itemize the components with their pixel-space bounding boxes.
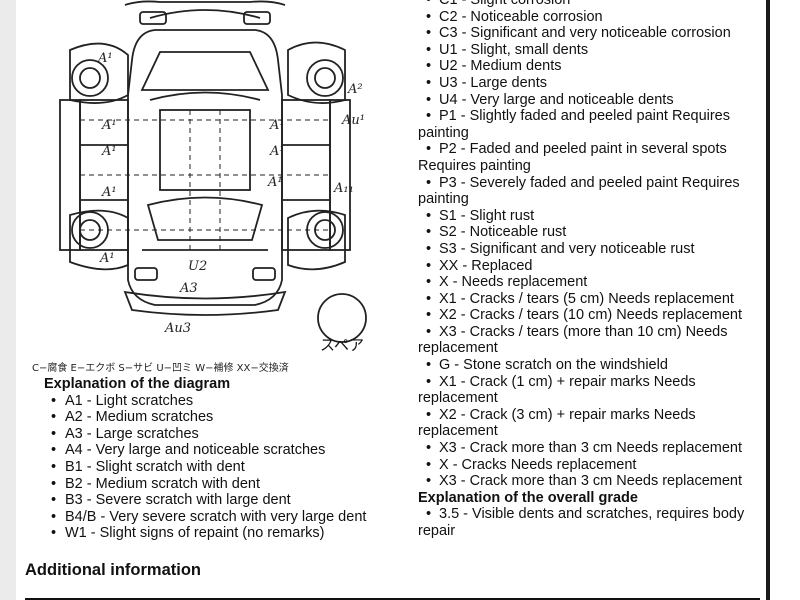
- diagram-mark: A¹: [97, 51, 113, 66]
- legend-item: B3 - Severe scratch with large dent: [44, 492, 404, 509]
- diagram-legend-list: A1 - Light scratches A2 - Medium scratch…: [44, 393, 404, 542]
- legend-item: B2 - Medium scratch with dent: [44, 476, 404, 493]
- diagram-mark: Au3: [164, 321, 191, 336]
- legend-item: C1 - Slight corrosion: [418, 0, 758, 9]
- legend-item: X2 - Cracks / tears (10 cm) Needs replac…: [418, 307, 758, 324]
- legend-item: C3 - Significant and very noticeable cor…: [418, 25, 758, 42]
- legend-item: S3 - Significant and very noticeable rus…: [418, 241, 758, 258]
- diagram-explanation: Explanation of the diagram A1 - Light sc…: [44, 376, 404, 542]
- diagram-mark: A²: [347, 82, 363, 97]
- car-inspection-diagram: A¹ A² A¹ A¹ A¹ A¹ A¹ A¹ A¹ Au¹ A₁₁ U2 A3…: [32, 0, 367, 372]
- legend-item: P2 - Faded and peeled paint in several s…: [418, 141, 758, 174]
- legend-item: A3 - Large scratches: [44, 426, 404, 443]
- legend-item: G - Stone scratch on the windshield: [418, 357, 758, 374]
- legend-item: X3 - Crack more than 3 cm Needs replacem…: [418, 440, 758, 457]
- grade-item: 3.5 - Visible dents and scratches, requi…: [418, 506, 758, 539]
- legend-item: U2 - Medium dents: [418, 58, 758, 75]
- legend-item: P1 - Slightly faded and peeled paint Req…: [418, 108, 758, 141]
- legend-item: X2 - Crack (3 cm) + repair marks Needs r…: [418, 407, 758, 440]
- legend-item: B1 - Slight scratch with dent: [44, 459, 404, 476]
- diagram-mark: A¹: [267, 175, 283, 190]
- diagram-mark: U2: [188, 259, 207, 274]
- legend-item: U1 - Slight, small dents: [418, 42, 758, 59]
- divider: [25, 598, 760, 600]
- legend-item: B4/B⁠ - Very severe scratch with very la…: [44, 509, 404, 526]
- page-margin: [0, 0, 16, 600]
- legend-item: S2 - Noticeable rust: [418, 224, 758, 241]
- defect-codes-list: C1 - Slight corrosion C2 - Noticeable co…: [418, 0, 758, 490]
- legend-item: X1 - Cracks / tears (5 cm) Needs replace…: [418, 291, 758, 308]
- legend-item: U4 - Very large and noticeable dents: [418, 92, 758, 109]
- legend-item: U3 - Large dents: [418, 75, 758, 92]
- diagram-mark: A¹: [101, 118, 117, 133]
- additional-information-heading: Additional information: [25, 561, 201, 579]
- legend-item: XX - Replaced: [418, 258, 758, 275]
- legend-item: X - Needs replacement: [418, 274, 758, 291]
- legend-item: X3 - Crack more than 3 cm Needs replacem…: [418, 473, 758, 490]
- legend-item: S1 - Slight rust: [418, 208, 758, 225]
- overall-grade-list: 3.5 - Visible dents and scratches, requi…: [418, 506, 758, 539]
- legend-item: A4 - Very large and noticeable scratches: [44, 442, 404, 459]
- diagram-mark: A¹: [269, 144, 285, 159]
- legend-item: X - Cracks Needs replacement: [418, 457, 758, 474]
- legend-item: P3 - Severely faded and peeled paint Req…: [418, 175, 758, 208]
- diagram-mark: A¹: [99, 251, 115, 266]
- diagram-explanation-heading: Explanation of the diagram: [44, 376, 231, 392]
- diagram-mark: A3: [179, 281, 198, 296]
- legend-item: A2 - Medium scratches: [44, 409, 404, 426]
- diagram-mark: A₁₁: [333, 181, 354, 196]
- legend-item: W1 - Slight signs of repaint (no remarks…: [44, 525, 404, 542]
- diagram-codes-line: C−腐食 E−エクボ S−サビ U−凹ミ W−補修 XX−交換済: [32, 361, 289, 372]
- spare-label: スペア: [320, 336, 364, 354]
- diagram-mark: A¹: [101, 185, 117, 200]
- overall-grade-heading: Explanation of the overall grade: [418, 489, 638, 506]
- diagram-mark: A¹: [269, 118, 285, 133]
- legend-item: A1 - Light scratches: [44, 393, 404, 410]
- legend-item: C2 - Noticeable corrosion: [418, 9, 758, 26]
- legend-item: X3 - Cracks / tears (more than 10 cm) Ne…: [418, 324, 758, 357]
- diagram-mark: Au¹: [341, 113, 365, 128]
- diagram-mark: A¹: [101, 144, 117, 159]
- defect-codes-explanation: C1 - Slight corrosion C2 - Noticeable co…: [418, 0, 758, 540]
- legend-item: X1 - Crack (1 cm) + repair marks Needs r…: [418, 374, 758, 407]
